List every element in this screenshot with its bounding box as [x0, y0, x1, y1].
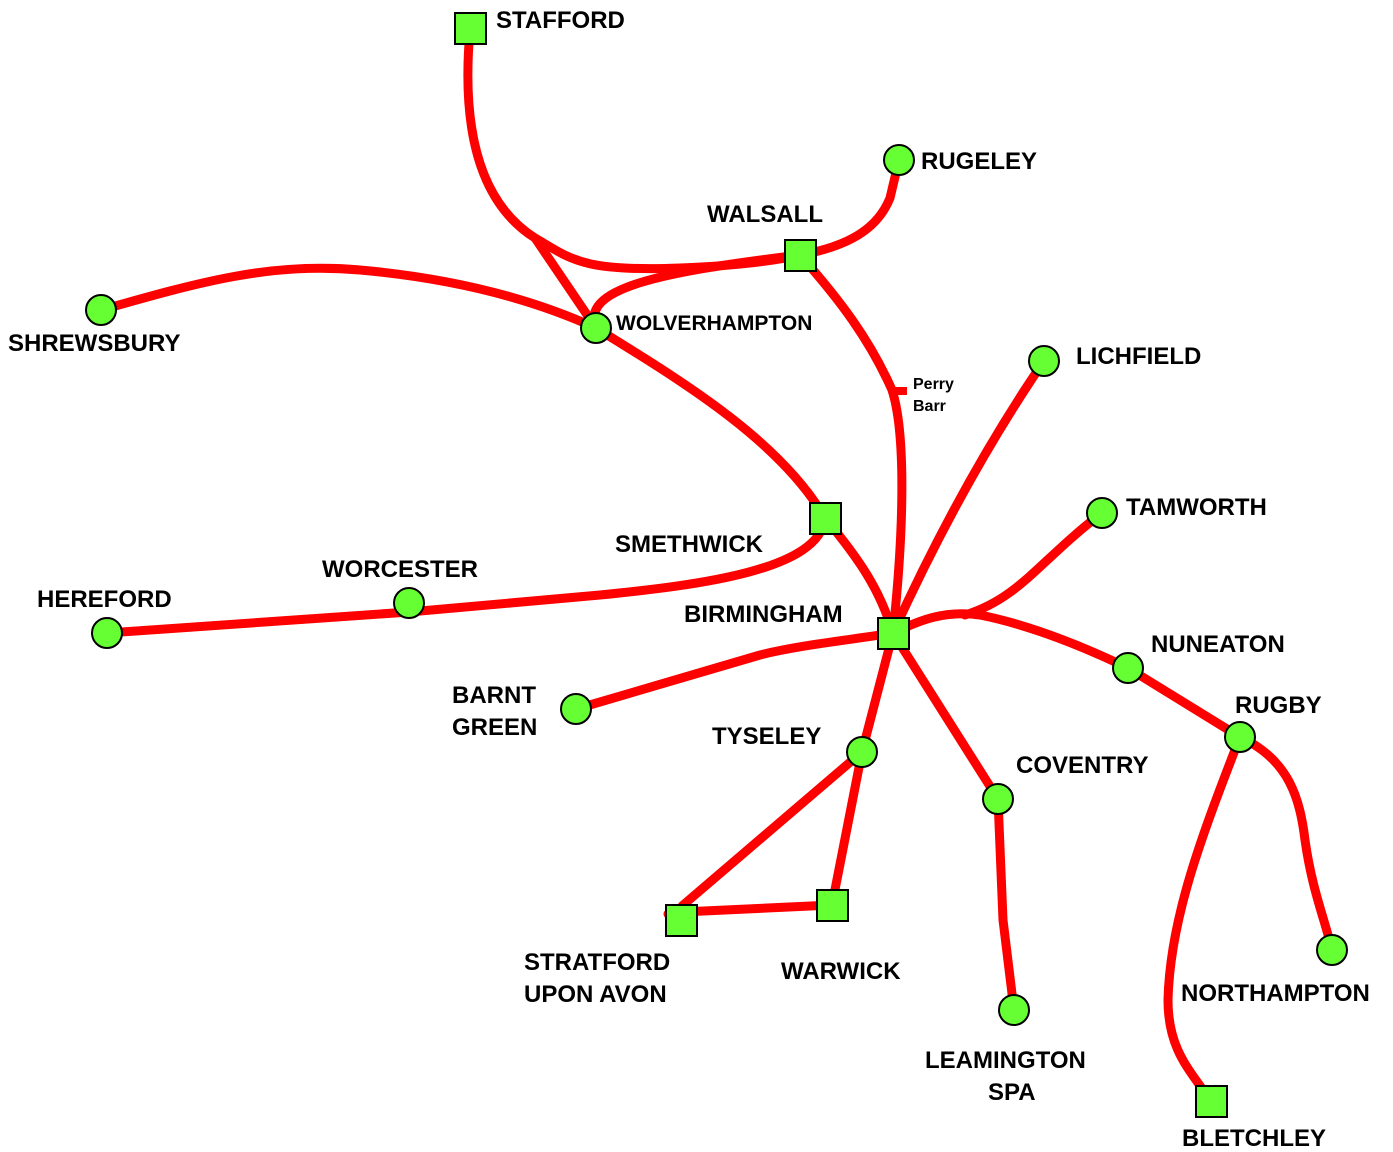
- station-markers: [85, 12, 1348, 1118]
- lichfield-station-marker: [1028, 345, 1060, 377]
- route-birmingham-tyseley: [857, 628, 898, 757]
- warwick-interchange-marker: [816, 889, 849, 922]
- shrewsbury-station-marker: [85, 294, 117, 326]
- barnt-green-station-marker: [560, 693, 592, 725]
- perry-barr-label-line2: Barr: [913, 398, 946, 415]
- northampton-station-marker: [1316, 934, 1348, 966]
- perry-barr-label-line1: Perry: [913, 376, 954, 393]
- stratford-interchange-marker: [665, 904, 698, 937]
- tamworth-label: TAMWORTH: [1126, 494, 1267, 521]
- rugby-station-marker: [1224, 721, 1256, 753]
- lichfield-label: LICHFIELD: [1076, 343, 1201, 370]
- coventry-label: COVENTRY: [1016, 752, 1148, 779]
- route-shrewsbury-wolverhampton: [96, 263, 601, 333]
- shrewsbury-label: SHREWSBURY: [8, 330, 180, 357]
- stratford-label-line1: STRATFORD: [524, 949, 670, 976]
- northampton-label: NORTHAMPTON: [1181, 980, 1370, 1007]
- route-rugby-bletchley: [1163, 732, 1245, 1105]
- barnt-green-label-line2: GREEN: [452, 714, 537, 741]
- barnt-green-label-line1: BARNT: [452, 682, 536, 709]
- route-junction-tamworth: [960, 508, 1107, 620]
- coventry-station-marker: [982, 783, 1014, 815]
- route-walsall-birmingham: [795, 250, 907, 638]
- worcester-label: WORCESTER: [322, 556, 478, 583]
- walsall-interchange-marker: [784, 239, 817, 272]
- route-smethwick-worcester-hereford: [102, 513, 830, 638]
- tyseley-label: TYSELEY: [712, 723, 821, 750]
- hereford-station-marker: [91, 617, 123, 649]
- wolverhampton-station-marker: [580, 312, 612, 344]
- route-walsall-rugeley: [795, 155, 904, 260]
- rugeley-label: RUGELEY: [921, 148, 1037, 175]
- route-lines: [96, 25, 1337, 1105]
- birmingham-interchange-marker: [877, 617, 910, 650]
- route-tyseley-stratford: [677, 747, 867, 911]
- stratford-label-line2: UPON AVON: [524, 981, 667, 1008]
- leamington-label-line1: LEAMINGTON: [925, 1047, 1086, 1074]
- route-wolverhampton-smethwick: [591, 323, 830, 523]
- route-birmingham-nuneaton-rugby: [888, 609, 1245, 742]
- tamworth-station-marker: [1086, 497, 1118, 529]
- tyseley-station-marker: [846, 736, 878, 768]
- smethwick-label: SMETHWICK: [615, 531, 764, 558]
- station-labels: STAFFORD RUGELEY WALSALL SHREWSBURY WOLV…: [8, 7, 1370, 1152]
- hereford-label: HEREFORD: [37, 586, 172, 613]
- nuneaton-station-marker: [1112, 652, 1144, 684]
- smethwick-interchange-marker: [809, 502, 842, 535]
- route-birmingham-lichfield: [888, 356, 1049, 638]
- rugby-label: RUGBY: [1235, 692, 1322, 719]
- bletchley-interchange-marker: [1195, 1085, 1228, 1118]
- birmingham-label: BIRMINGHAM: [684, 601, 843, 628]
- nuneaton-label: NUNEATON: [1151, 631, 1285, 658]
- rugeley-station-marker: [883, 144, 915, 176]
- warwick-label: WARWICK: [781, 958, 901, 985]
- worcester-station-marker: [393, 587, 425, 619]
- route-stafford-wolverhampton: [463, 25, 601, 333]
- wolverhampton-label: WOLVERHAMPTON: [616, 312, 812, 335]
- route-rugby-northampton: [1235, 732, 1337, 955]
- route-birmingham-barnt-green: [571, 628, 898, 714]
- bletchley-label: BLETCHLEY: [1182, 1125, 1326, 1152]
- stafford-label: STAFFORD: [496, 7, 625, 34]
- leamington-label-line2: SPA: [988, 1079, 1036, 1106]
- stafford-interchange-marker: [454, 12, 487, 45]
- route-tyseley-warwick: [827, 747, 867, 910]
- walsall-label: WALSALL: [707, 201, 823, 228]
- route-birmingham-coventry-leamington: [888, 628, 1019, 1015]
- leamington-station-marker: [998, 994, 1030, 1026]
